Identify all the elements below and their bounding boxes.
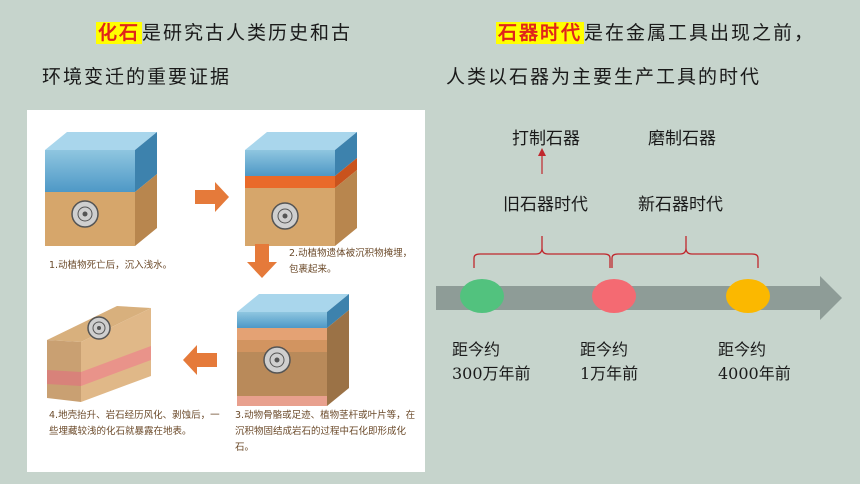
- step-1-caption: 1.动植物死亡后，沉入浅水。: [49, 260, 173, 271]
- stone-age-definition-line2: 人类以石器为主要生产工具的时代: [446, 66, 762, 88]
- block-step-3: [237, 294, 349, 406]
- tool-polished-stone: 磨制石器: [648, 129, 716, 149]
- arrow-right-icon: [195, 182, 229, 212]
- time-label-4000: 距今约 4000年前: [718, 340, 791, 383]
- era-neolithic: 新石器时代: [638, 195, 723, 215]
- block-step-4: [47, 306, 151, 402]
- time-label-300w: 距今约 300万年前: [452, 340, 531, 383]
- fossil-formation-illustration: [45, 132, 357, 406]
- step-4-caption: 4.地壳抬升、岩石经历风化、剥蚀后，一些埋藏较浅的化石就暴露在地表。: [49, 410, 220, 437]
- block-step-1: [45, 132, 157, 246]
- arrow-down-icon: [247, 244, 277, 278]
- step-2-caption: 2.动植物遗体被沉积物掩埋，包裹起来。: [289, 248, 413, 275]
- point-4000-years: [726, 279, 770, 313]
- step-3-caption: 3.动物骨骼或足迹、植物茎杆或叶片等，在沉积物固结成岩石的过程中石化即形成化石。: [235, 410, 416, 453]
- point-neolithic-start: [592, 279, 636, 313]
- stone-age-keyword: 石器时代: [496, 22, 585, 44]
- fossil-definition-line2: 环境变迁的重要证据: [42, 66, 232, 88]
- stone-age-definition-text: 是在金属工具出现之前，: [584, 22, 816, 44]
- stone-age-definition-line1: 石器时代是在金属工具出现之前，: [496, 18, 815, 45]
- fossil-definition-text: 是研究古人类历史和古: [142, 22, 353, 44]
- fossil-definition-line1: 化石是研究古人类历史和古: [96, 18, 352, 45]
- stone-age-timeline: [436, 148, 842, 320]
- time-label-1w: 距今约 1万年前: [580, 340, 639, 383]
- arrow-up-icon: [538, 148, 546, 156]
- tool-chipped-stone: 打制石器: [512, 129, 580, 149]
- arrow-left-icon: [183, 345, 217, 375]
- block-step-2: [245, 132, 357, 246]
- fossil-keyword: 化石: [96, 22, 143, 44]
- fossil-formation-diagram: 1.动植物死亡后，沉入浅水。 2.动植物遗体被沉积物掩埋，包裹起来。 3.动物骨…: [27, 110, 425, 472]
- point-paleolithic-start: [460, 279, 504, 313]
- era-paleolithic: 旧石器时代: [503, 195, 588, 215]
- paleolithic-bracket: [473, 236, 611, 268]
- neolithic-bracket: [611, 236, 759, 268]
